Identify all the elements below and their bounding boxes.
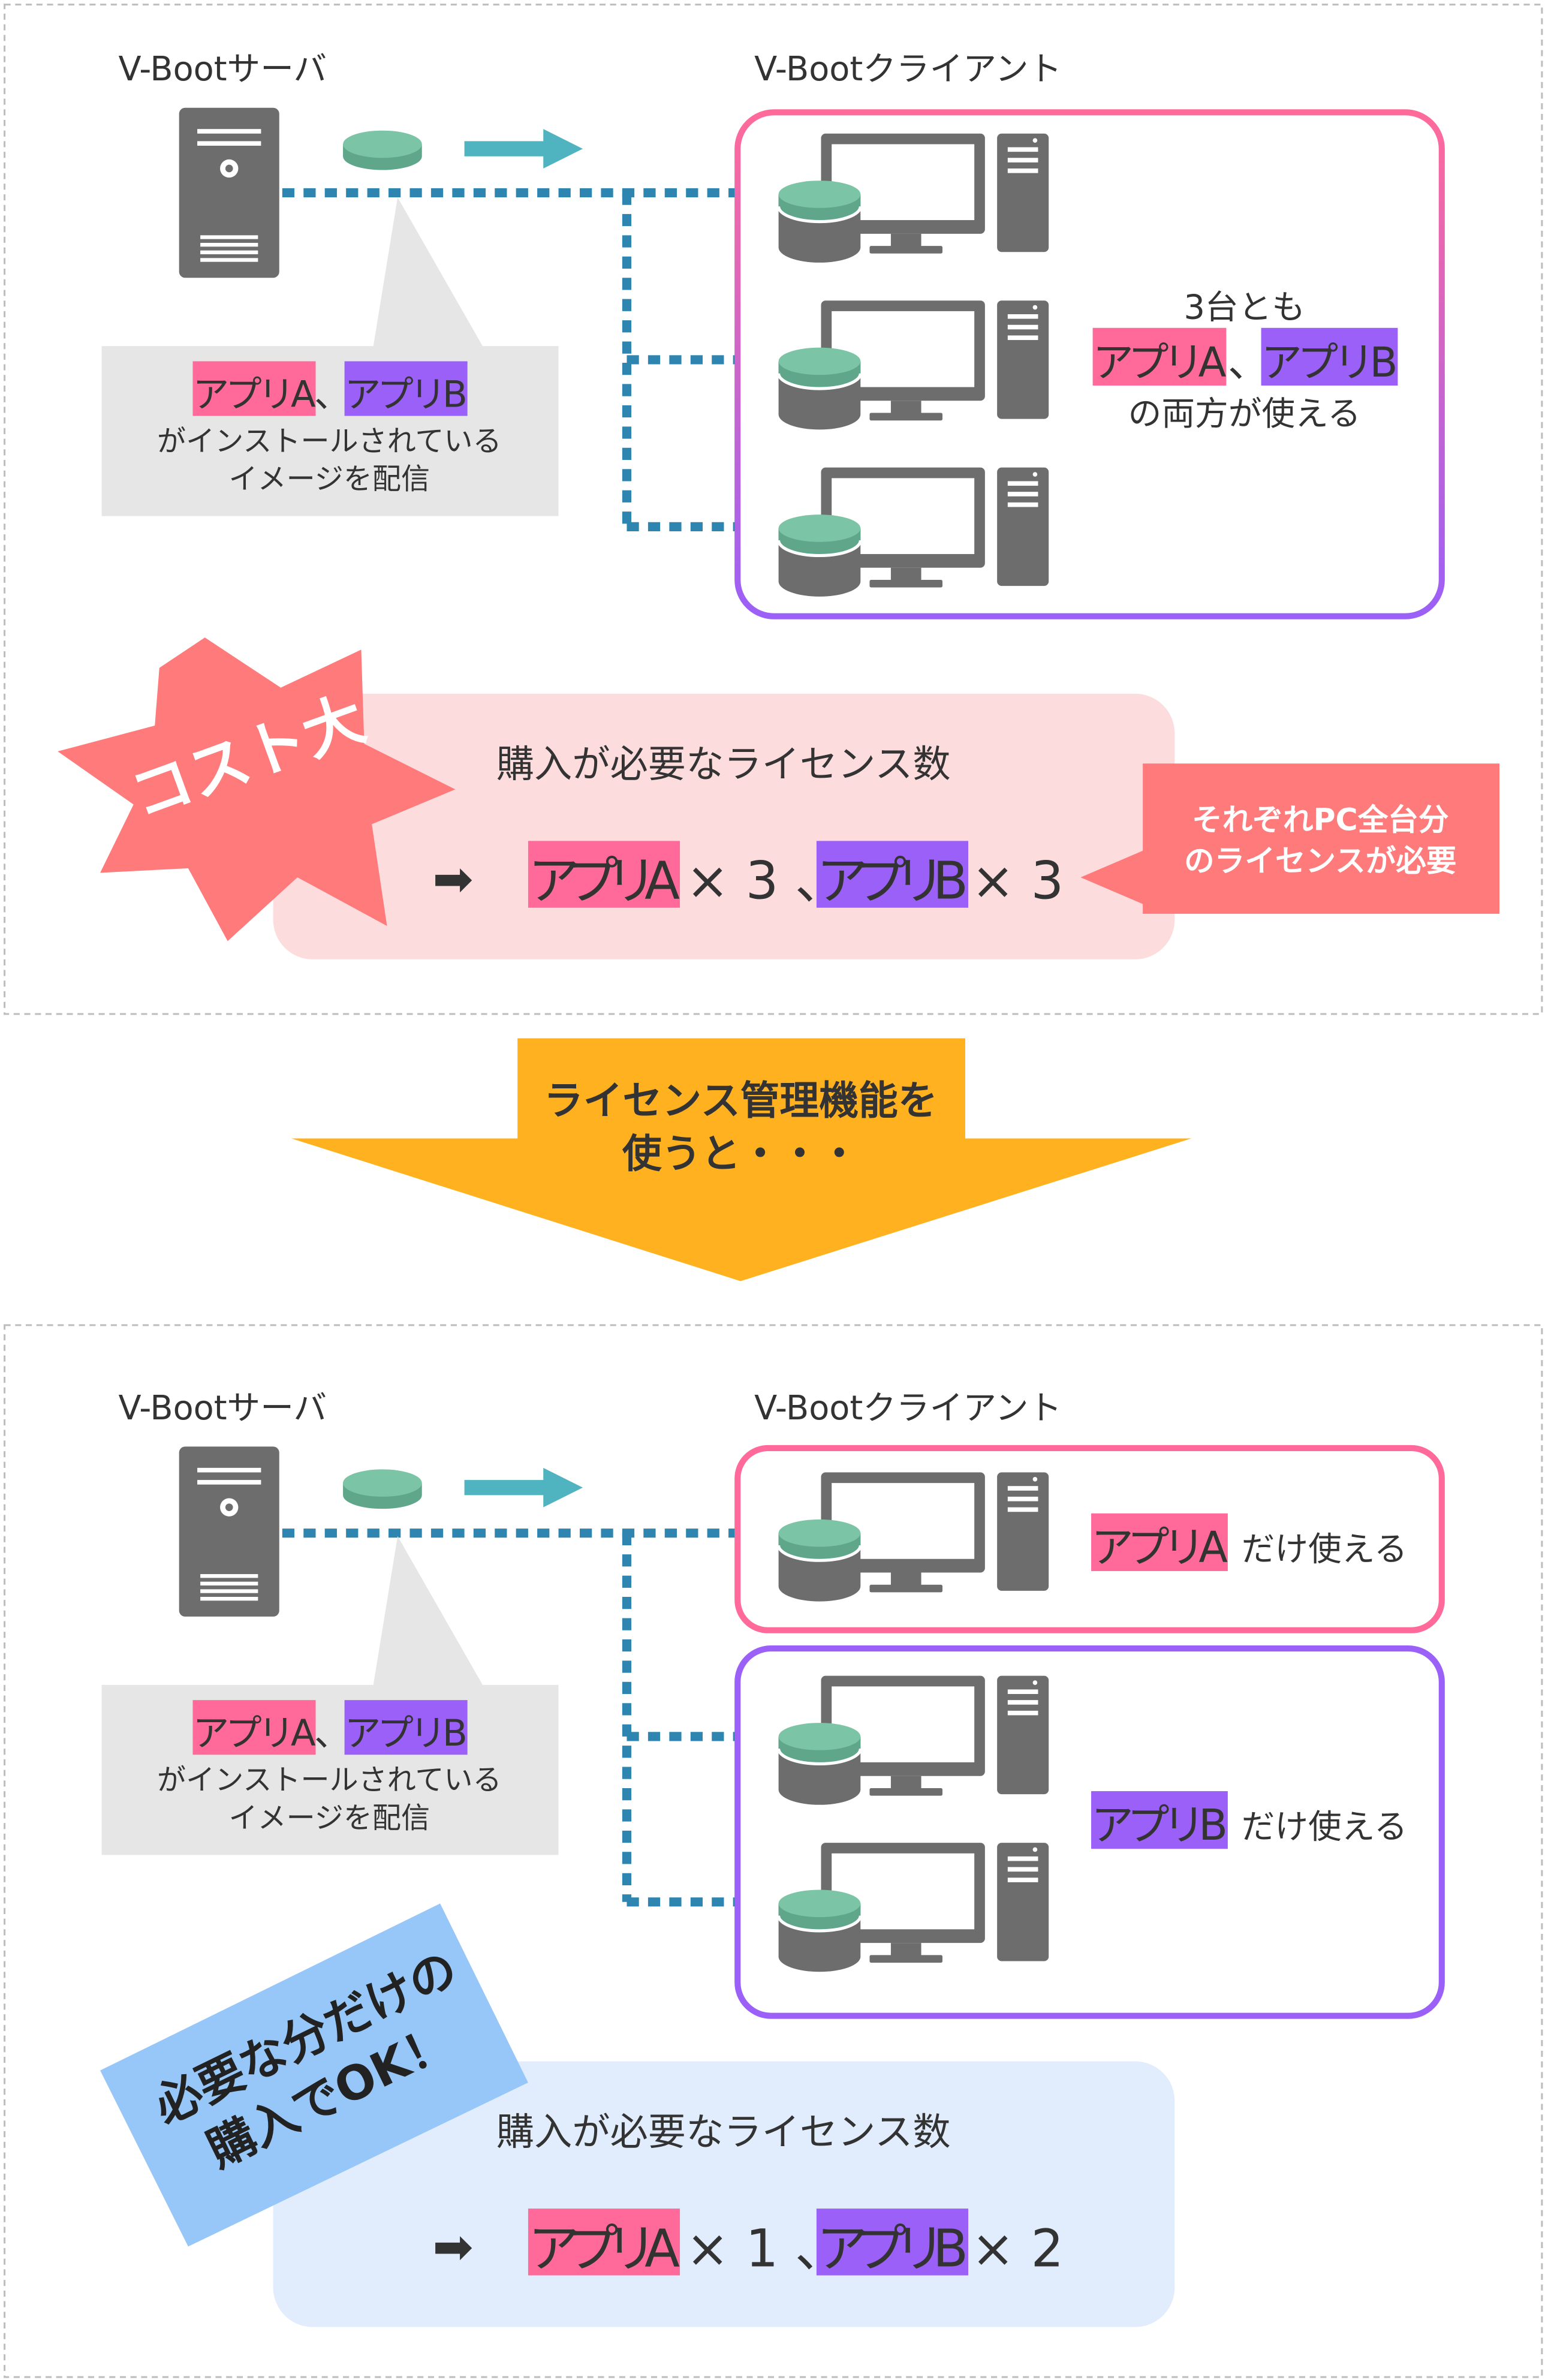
note-line3: の両方が使える	[1128, 395, 1361, 434]
callout-line3: イメージを配信	[229, 462, 430, 496]
bottom-server-label: V-Bootサーバ	[118, 1389, 327, 1428]
formula-app-b: アプリB	[817, 851, 968, 911]
group-b-suffix: だけ使える	[1242, 1807, 1408, 1846]
transition-line2: 使うと・・・	[622, 1131, 859, 1177]
callout-line2: がインストールされている	[157, 425, 502, 458]
callout-sep: 、	[314, 1713, 351, 1755]
formula-mid: × 3 、	[686, 851, 847, 911]
formula-app-b: アプリB	[817, 2219, 968, 2279]
callout-app-b: アプリB	[345, 374, 468, 416]
callout-line3: イメージを配信	[229, 1801, 430, 1835]
note-sep: 、	[1228, 339, 1269, 387]
image-callout: アプリA 、 アプリB がインストールされている イメージを配信	[101, 197, 559, 516]
bottom-client-label: V-Bootクライアント	[754, 1389, 1062, 1428]
transition-line1: ライセンス管理機能を	[544, 1078, 938, 1124]
callout-app-a: アプリA	[192, 1713, 315, 1755]
callout-app-b: アプリB	[345, 1713, 468, 1755]
group-a-suffix: だけ使える	[1242, 1530, 1408, 1569]
note-line1: 3台とも	[1183, 288, 1305, 327]
ok-badge: 必要な分だけの 購入でOK！	[100, 1903, 528, 2247]
clients-note: 3台とも アプリA 、 アプリB の両方が使える	[1092, 288, 1398, 434]
image-callout: アプリA 、 アプリB がインストールされている イメージを配信	[101, 1536, 559, 1855]
formula-end: × 3	[971, 851, 1064, 911]
formula-app-a: アプリA	[528, 2219, 680, 2279]
group-a-app: アプリA	[1091, 1523, 1228, 1572]
cost-burst: コスト大	[58, 637, 456, 941]
top-client-label: V-Bootクライアント	[754, 50, 1062, 89]
black-arrow-icon: ➡	[432, 851, 473, 908]
license-note: それぞれPC全台分 のライセンスが必要	[1080, 763, 1499, 914]
panel-title: 購入が必要なライセンス数	[496, 742, 951, 786]
formula-mid: × 1 、	[686, 2219, 847, 2279]
formula: ➡ アプリA × 3 、 アプリB × 3	[432, 841, 1064, 911]
panel-title: 購入が必要なライセンス数	[496, 2110, 951, 2154]
callout-sep: 、	[314, 374, 351, 416]
transition-arrow: ライセンス管理機能を 使うと・・・	[291, 1038, 1192, 1281]
disk-image-icon	[343, 130, 422, 170]
disk-image-icon	[343, 1469, 422, 1509]
group-b-app: アプリB	[1091, 1800, 1228, 1850]
server-icon	[179, 107, 279, 278]
top-server-label: V-Bootサーバ	[118, 50, 327, 89]
formula-app-a: アプリA	[528, 851, 680, 911]
black-arrow-icon: ➡	[432, 2219, 473, 2275]
formula-end: × 2	[971, 2219, 1064, 2279]
note-app-b: アプリB	[1261, 339, 1398, 387]
callout-app-a: アプリA	[192, 374, 315, 416]
license-note-line2: のライセンスが必要	[1184, 843, 1456, 878]
license-panel	[273, 693, 1175, 959]
callout-line2: がインストールされている	[157, 1763, 502, 1797]
server-icon	[179, 1446, 279, 1617]
license-note-line1: それぞれPC全台分	[1192, 802, 1449, 838]
note-app-a: アプリA	[1093, 339, 1227, 387]
formula: ➡ アプリA × 1 、 アプリB × 2	[432, 2209, 1064, 2279]
